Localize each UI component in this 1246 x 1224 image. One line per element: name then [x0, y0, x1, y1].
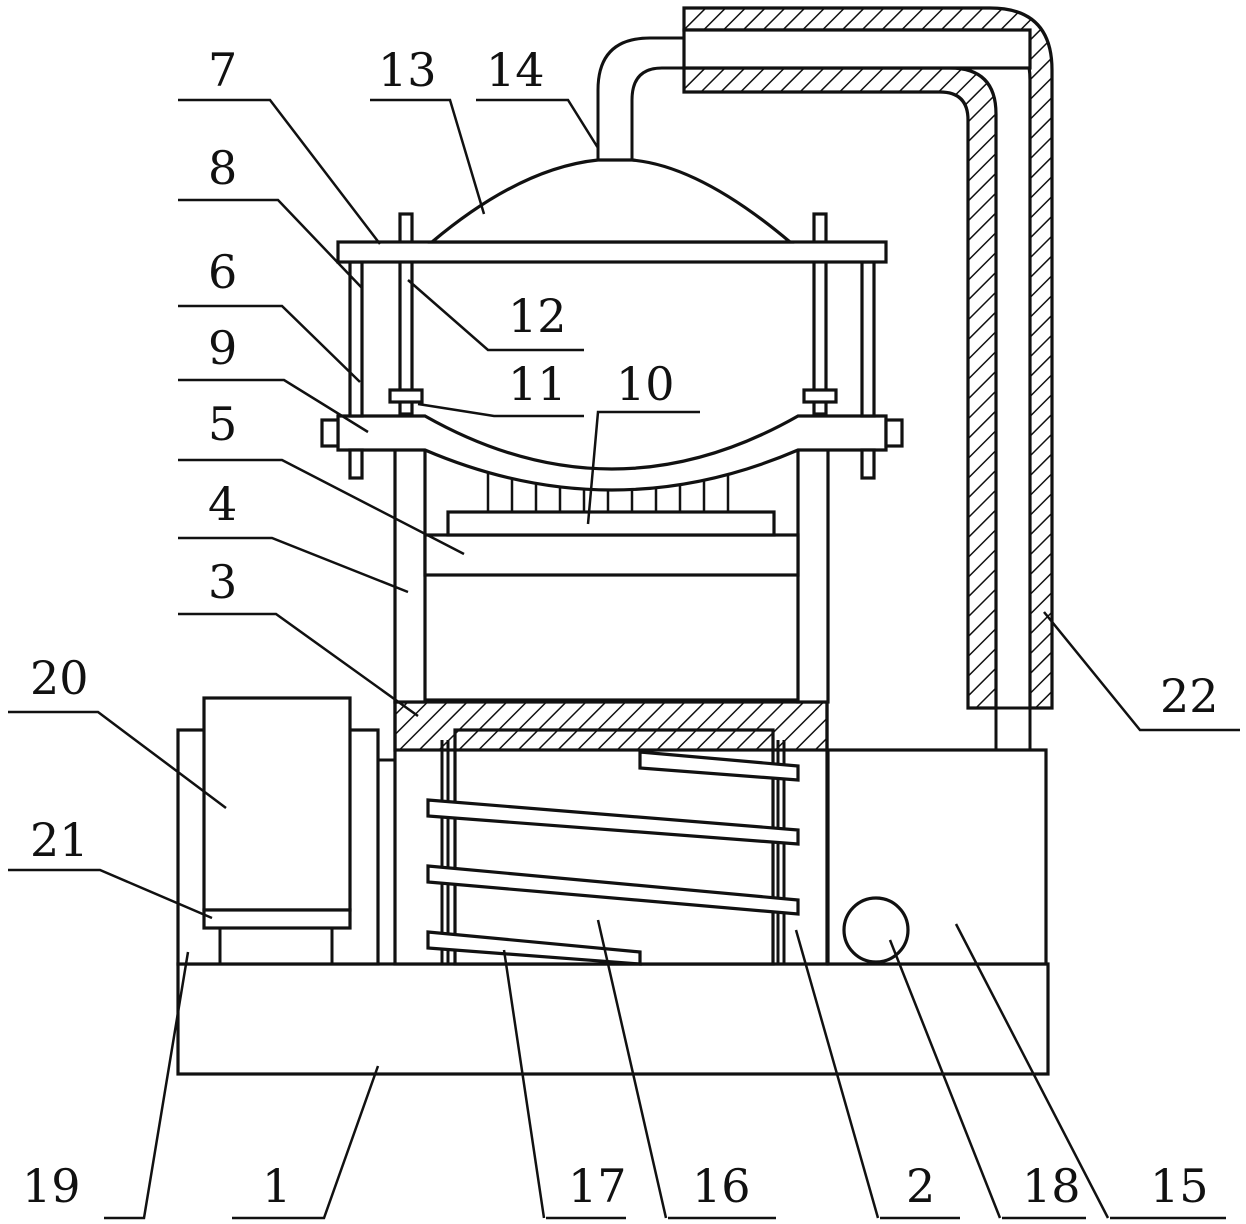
left-column [393, 418, 427, 704]
label-5: 5 [208, 397, 237, 451]
label-13: 13 [378, 43, 437, 97]
outlet-pipe-outer [596, 36, 684, 160]
label-1: 1 [262, 1159, 291, 1213]
label-3: 3 [208, 555, 237, 609]
left-screw [398, 212, 414, 416]
label-8: 8 [208, 141, 237, 195]
motor-box [202, 696, 352, 912]
label-11: 11 [508, 357, 567, 411]
label-17: 17 [568, 1159, 627, 1213]
label-2: 2 [906, 1159, 935, 1213]
right-knob [884, 418, 904, 448]
outlet-pipe-inner [630, 66, 684, 160]
label-4: 4 [208, 477, 237, 531]
label-9: 9 [208, 321, 237, 375]
label-18: 18 [1022, 1159, 1081, 1213]
left-rod-tail [348, 448, 364, 480]
right-screw [812, 212, 828, 416]
right-column [796, 418, 830, 704]
leader-lines [8, 98, 1240, 1220]
label-21: 21 [30, 813, 89, 867]
label-15: 15 [1150, 1159, 1209, 1213]
platen [446, 510, 776, 537]
dome-cover [427, 158, 795, 244]
label-14: 14 [486, 43, 545, 97]
right-rod-tail [860, 448, 876, 480]
right-guide-rod [860, 260, 876, 418]
label-12: 12 [508, 289, 567, 343]
label-7: 7 [208, 43, 237, 97]
duct-inner [682, 66, 998, 710]
label-20: 20 [30, 651, 89, 705]
label-6: 6 [208, 245, 237, 299]
duct-gap [682, 28, 1032, 70]
top-plate [336, 240, 888, 264]
spiral-blades [426, 750, 800, 966]
part-labels: 7 8 6 9 5 4 3 13 14 12 11 10 20 21 22 19… [22, 43, 1219, 1213]
label-10: 10 [616, 357, 675, 411]
left-nut [388, 388, 424, 404]
label-16: 16 [692, 1159, 751, 1213]
label-22: 22 [1160, 669, 1219, 723]
label-19: 19 [22, 1159, 81, 1213]
motor-stand [202, 908, 352, 930]
right-nut [802, 388, 838, 404]
left-knob [320, 418, 340, 448]
roller [842, 896, 910, 964]
press-block [423, 533, 800, 577]
hatched-plate [393, 700, 829, 752]
